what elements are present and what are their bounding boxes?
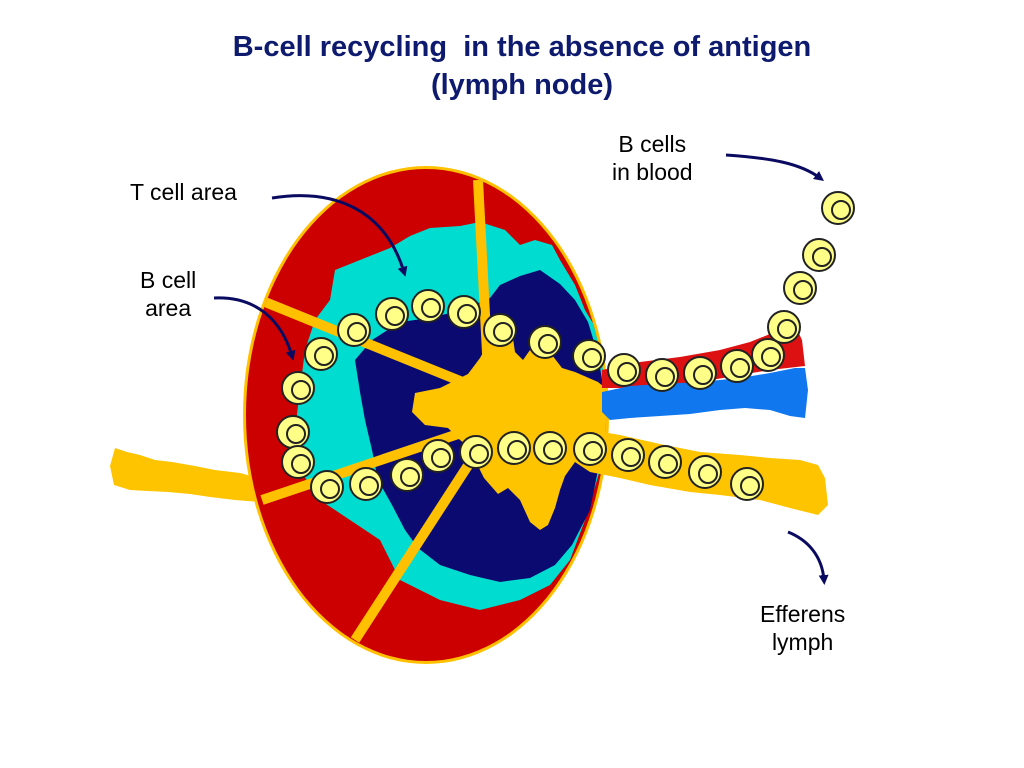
- b-cell-nucleus: [538, 334, 558, 354]
- b-cell-nucleus: [493, 322, 513, 342]
- b-cell: [349, 467, 383, 501]
- title-line-2: (lymph node): [430, 69, 614, 101]
- b-cell-nucleus: [291, 454, 311, 474]
- b-cell: [390, 458, 424, 492]
- b-cells-blood-arrow: [725, 153, 825, 181]
- b-cell: [281, 371, 315, 405]
- efferens-lymph-arrow: [787, 530, 829, 585]
- b-cell: [533, 431, 567, 465]
- t-cell-area-label: T cell area: [130, 179, 237, 205]
- b-cell-nucleus: [286, 424, 306, 444]
- b-cell-nucleus: [698, 464, 718, 484]
- b-cell: [310, 470, 344, 504]
- b-cell: [821, 191, 855, 225]
- b-cell: [783, 271, 817, 305]
- b-cell-nucleus: [291, 380, 311, 400]
- b-cell-nucleus: [740, 476, 760, 496]
- b-cell-nucleus: [582, 348, 602, 368]
- b-cell-nucleus: [655, 367, 675, 387]
- b-cell: [497, 431, 531, 465]
- b-cell-area-arrow: [213, 296, 296, 361]
- afferent-lymph-vessel: [110, 448, 260, 502]
- t-cell-area-arrow: [271, 194, 408, 277]
- b-cell-nucleus: [469, 444, 489, 464]
- b-cell: [802, 238, 836, 272]
- b-cell-nucleus: [400, 467, 420, 487]
- b-cell-nucleus: [320, 479, 340, 499]
- b-cells: [276, 191, 855, 504]
- b-cells-blood-label: B cells in blood: [612, 131, 693, 185]
- b-cell-nucleus: [314, 346, 334, 366]
- b-cell: [611, 438, 645, 472]
- b-cell-nucleus: [730, 358, 750, 378]
- b-cell-nucleus: [777, 319, 797, 339]
- b-cell: [607, 353, 641, 387]
- b-cell: [421, 439, 455, 473]
- b-cell: [459, 435, 493, 469]
- b-cell-nucleus: [617, 362, 637, 382]
- b-cell: [337, 313, 371, 347]
- b-cell: [573, 432, 607, 466]
- b-cell-nucleus: [658, 454, 678, 474]
- b-cell-nucleus: [457, 304, 477, 324]
- b-cell: [572, 339, 606, 373]
- b-cell: [648, 445, 682, 479]
- b-cell-nucleus: [543, 440, 563, 460]
- b-cell-nucleus: [693, 365, 713, 385]
- b-cell-nucleus: [761, 347, 781, 367]
- b-cell-nucleus: [812, 247, 832, 267]
- b-cell: [751, 338, 785, 372]
- b-cell: [720, 349, 754, 383]
- lymph-node-interior: [246, 169, 606, 661]
- b-cell: [375, 297, 409, 331]
- b-cell-nucleus: [431, 448, 451, 468]
- efferens-lymph-label: Efferens lymph: [760, 601, 846, 655]
- b-cell-nucleus: [507, 440, 527, 460]
- title-line-1: B-cell recycling in the absence of antig…: [232, 31, 812, 63]
- slide-title: B-cell recycling in the absence of antig…: [0, 28, 1024, 104]
- b-cell-nucleus: [347, 322, 367, 342]
- b-cell-nucleus: [583, 441, 603, 461]
- b-cell: [304, 337, 338, 371]
- b-cell: [276, 415, 310, 449]
- b-cell: [645, 358, 679, 392]
- b-cell: [730, 467, 764, 501]
- b-cell: [683, 356, 717, 390]
- callout-arrows: [213, 153, 829, 585]
- blood-vessel-vein: [602, 368, 808, 420]
- b-cell-nucleus: [621, 447, 641, 467]
- b-cell: [411, 289, 445, 323]
- b-cell-nucleus: [793, 280, 813, 300]
- b-cell: [688, 455, 722, 489]
- b-cell-area-label: B cell area: [140, 267, 197, 321]
- medulla: [412, 328, 606, 530]
- b-cell: [483, 313, 517, 347]
- b-cell-nucleus: [831, 200, 851, 220]
- b-cell-nucleus: [359, 476, 379, 496]
- b-cell: [447, 295, 481, 329]
- b-cell: [528, 325, 562, 359]
- b-cell-nucleus: [421, 298, 441, 318]
- b-cell: [281, 445, 315, 479]
- b-cell: [767, 310, 801, 344]
- b-cell-nucleus: [385, 306, 405, 326]
